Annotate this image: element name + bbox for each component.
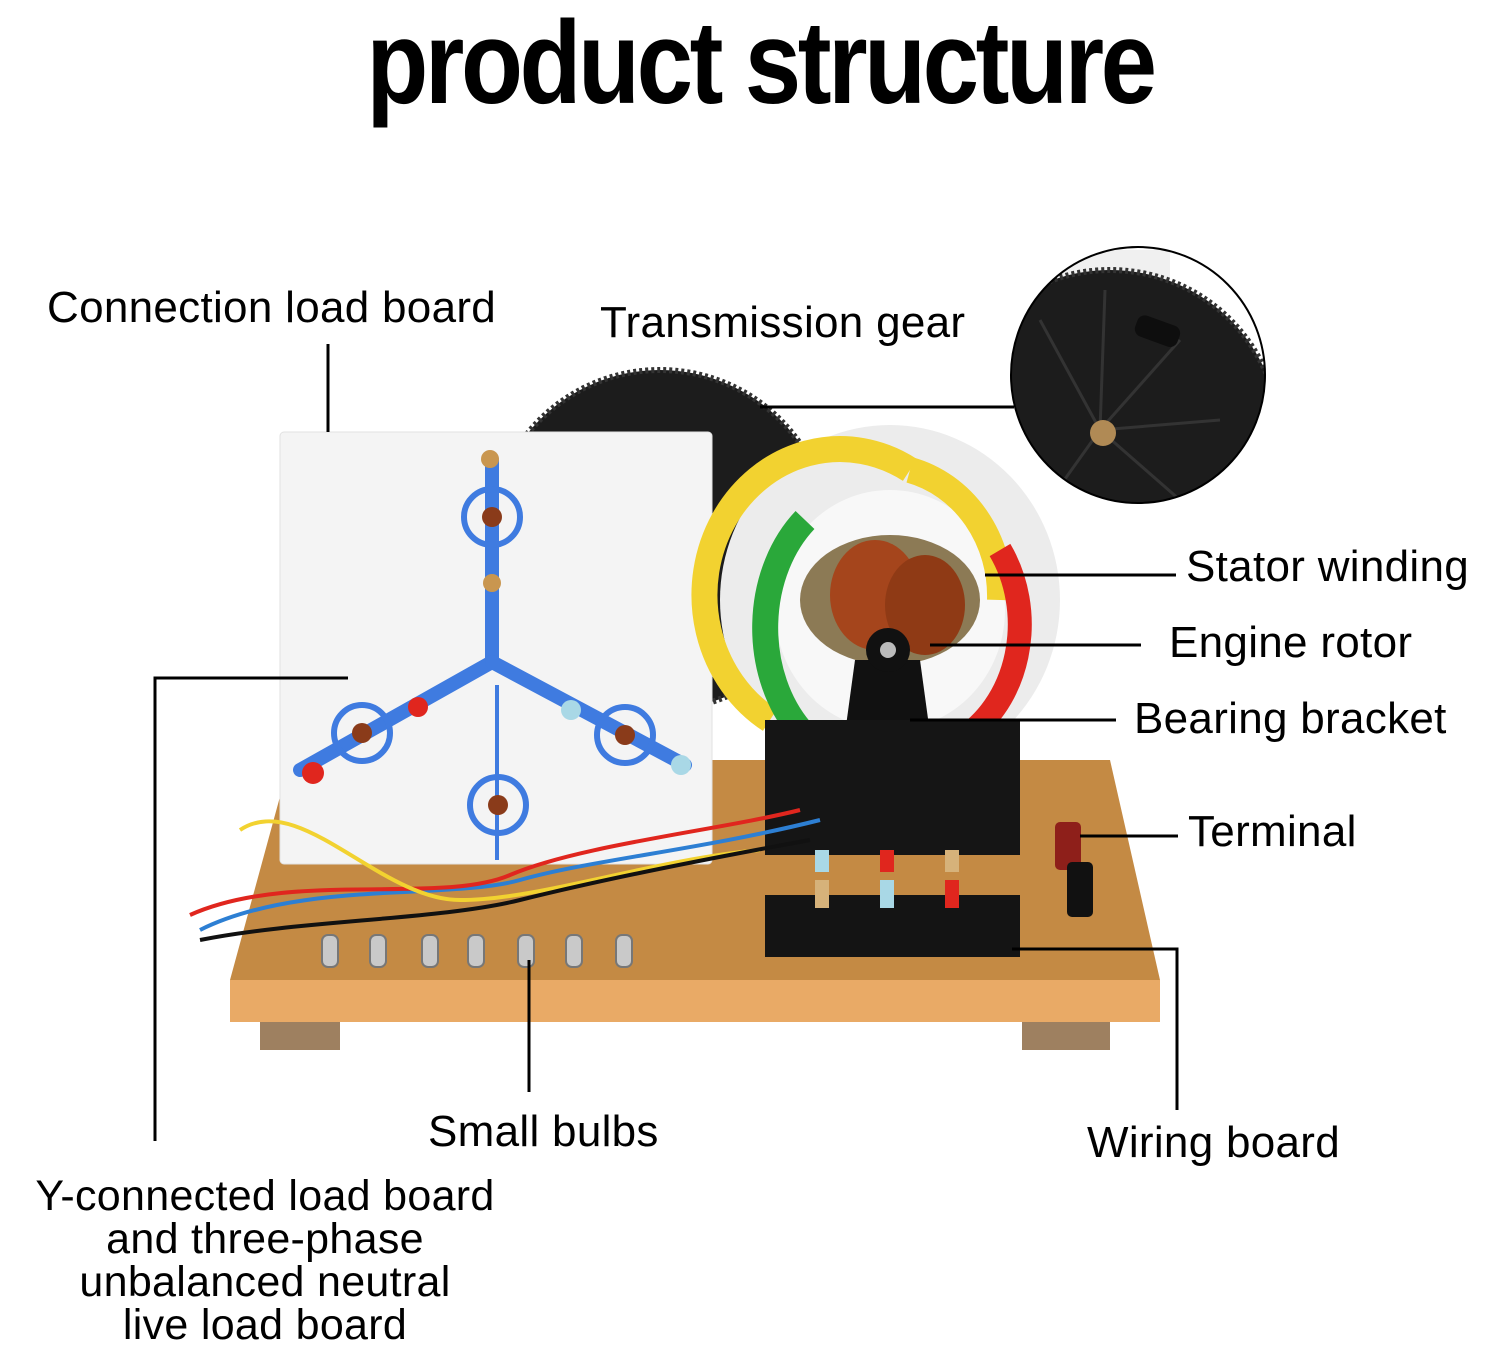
label-connection-load-board: Connection load board	[47, 283, 497, 332]
label-transmission-gear: Transmission gear	[600, 298, 966, 347]
leader-y-connected-load-board	[153, 676, 348, 1141]
foot-right	[1022, 1022, 1110, 1050]
leader-lines	[153, 344, 1179, 1141]
leader-wiring-board	[1012, 947, 1179, 1110]
stator-winding-green	[752, 511, 815, 739]
connection-load-board	[279, 431, 713, 865]
wiring-board	[765, 850, 1020, 957]
label-y-connected-load-board: Y-connected load board and three-phase u…	[35, 1172, 495, 1349]
label-wiring-board: Wiring board	[1087, 1118, 1341, 1167]
stator-winding-yellow	[691, 436, 918, 731]
label-bearing-bracket: Bearing bracket	[1134, 694, 1447, 743]
gear-detail-inset	[1010, 246, 1266, 504]
motor-housing	[691, 425, 1060, 855]
terminals	[1055, 822, 1093, 917]
label-terminal: Terminal	[1188, 807, 1357, 856]
label-small-bulbs: Small bulbs	[428, 1107, 659, 1156]
label-engine-rotor: Engine rotor	[1169, 618, 1413, 667]
page-title: product structure	[366, 0, 1157, 129]
label-stator-winding: Stator winding	[1186, 542, 1470, 591]
foot-left	[260, 1022, 340, 1050]
small-bulbs	[321, 934, 633, 968]
wire-bundle	[189, 808, 821, 942]
